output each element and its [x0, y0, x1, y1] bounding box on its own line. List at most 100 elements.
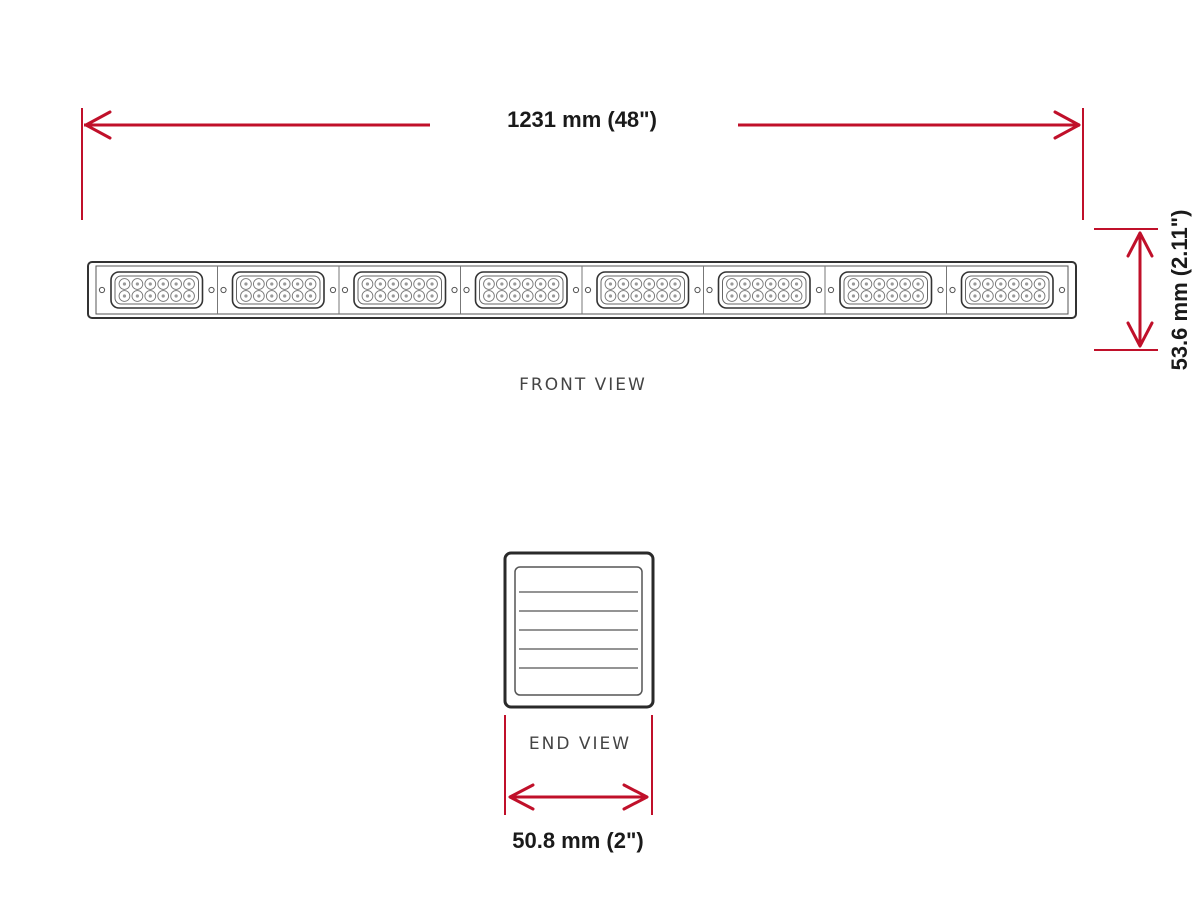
- led-cell: [144, 278, 157, 290]
- led-cell: [240, 278, 252, 290]
- led-emitter: [308, 282, 313, 286]
- led-emitter: [161, 294, 165, 298]
- led-emitter: [673, 294, 677, 298]
- led-cell: [413, 278, 425, 290]
- led-module: [98, 271, 215, 309]
- screw: [329, 286, 337, 294]
- led-emitter: [296, 294, 300, 298]
- led-cell: [374, 278, 387, 290]
- led-emitter: [404, 294, 408, 298]
- led-emitter: [877, 282, 881, 286]
- led-emitter: [916, 294, 920, 298]
- led-cell: [547, 290, 560, 302]
- led-cell: [777, 278, 790, 290]
- led-cell: [183, 278, 195, 290]
- led-emitter: [417, 282, 421, 286]
- led-cell: [969, 290, 981, 302]
- led-cell: [304, 278, 317, 290]
- lens-inner: [357, 275, 442, 305]
- led-cell: [994, 278, 1007, 290]
- led-cell: [361, 278, 374, 290]
- width-dimension: 50.8 mm (2"): [504, 715, 653, 853]
- led-emitter: [296, 282, 300, 286]
- led-emitter: [660, 294, 664, 298]
- screw: [1058, 286, 1066, 294]
- led-cell: [669, 290, 681, 302]
- led-emitter: [1025, 294, 1029, 298]
- led-cell: [521, 278, 534, 290]
- led-cell: [656, 278, 668, 290]
- length-label: 1231 mm (48"): [507, 107, 657, 132]
- led-emitter: [743, 282, 747, 286]
- lens-outer: [839, 271, 933, 309]
- led-emitter: [378, 282, 382, 286]
- led-module: [338, 266, 458, 314]
- height-label: 53.6 mm (2.11"): [1167, 210, 1192, 371]
- led-cell: [1020, 290, 1033, 302]
- led-emitter: [539, 282, 543, 286]
- led-module: [824, 266, 944, 314]
- front-view-light-bar: [87, 261, 1077, 319]
- led-cell: [899, 278, 911, 290]
- width-label: 50.8 mm (2"): [512, 828, 643, 853]
- led-cell: [1007, 278, 1020, 290]
- led-emitter: [986, 294, 990, 298]
- led-emitter: [730, 282, 734, 286]
- led-emitter: [308, 294, 313, 298]
- led-emitter: [283, 282, 287, 286]
- lens-outer: [717, 271, 811, 309]
- end-view-lens: [514, 566, 643, 696]
- led-cell: [400, 290, 413, 302]
- screw: [827, 286, 835, 294]
- led-emitter: [270, 294, 274, 298]
- led-emitter: [756, 282, 760, 286]
- led-emitter: [621, 282, 625, 286]
- led-emitter: [404, 282, 408, 286]
- led-emitter: [1012, 282, 1016, 286]
- led-module: [217, 266, 337, 314]
- screw: [341, 286, 349, 294]
- led-module: [946, 266, 1066, 314]
- led-emitter: [730, 294, 734, 298]
- led-cell: [374, 290, 387, 302]
- led-emitter: [851, 282, 856, 286]
- led-cell: [253, 278, 265, 290]
- led-cell: [726, 278, 738, 290]
- led-cell: [508, 278, 521, 290]
- led-cell: [886, 278, 899, 290]
- led-emitter: [187, 294, 191, 298]
- screw: [98, 286, 106, 294]
- screw: [220, 286, 227, 294]
- led-emitter: [551, 294, 556, 298]
- led-emitter: [756, 294, 760, 298]
- length-dimension: 1231 mm (48"): [81, 107, 1084, 220]
- led-cell: [764, 290, 777, 302]
- led-emitter: [794, 282, 799, 286]
- led-cell: [304, 290, 317, 302]
- led-cell: [860, 278, 873, 290]
- lens-inner: [600, 275, 685, 305]
- led-emitter: [551, 282, 556, 286]
- led-cell: [726, 290, 738, 302]
- led-cell: [886, 290, 899, 302]
- led-emitter: [270, 282, 274, 286]
- led-cell: [170, 278, 182, 290]
- screw: [937, 286, 944, 294]
- led-cell: [157, 290, 170, 302]
- led-cell: [131, 290, 144, 302]
- led-cell: [617, 290, 630, 302]
- led-emitter: [647, 282, 651, 286]
- led-emitter: [890, 294, 894, 298]
- led-cell: [643, 278, 656, 290]
- led-module: [703, 266, 823, 314]
- led-emitter: [135, 294, 139, 298]
- led-emitter: [487, 282, 491, 286]
- led-emitter: [430, 294, 434, 298]
- led-emitter: [890, 282, 894, 286]
- led-emitter: [903, 282, 907, 286]
- led-cell: [982, 278, 994, 290]
- led-emitter: [187, 282, 191, 286]
- led-cell: [291, 290, 304, 302]
- led-emitter: [487, 294, 491, 298]
